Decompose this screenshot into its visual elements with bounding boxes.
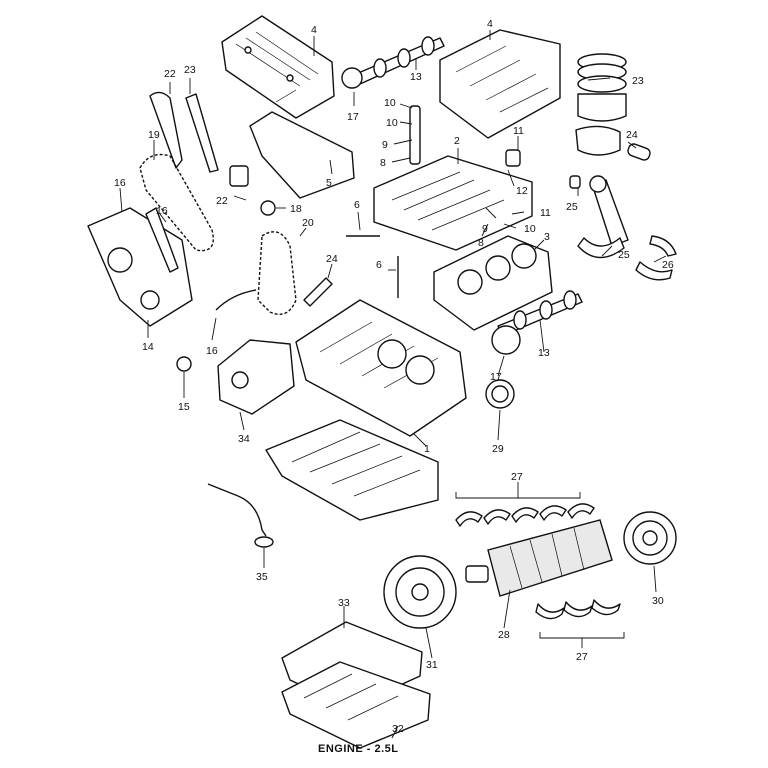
callout-2: 2 — [454, 135, 460, 147]
seal-15 — [176, 356, 192, 372]
chain-guide-16-mid — [215, 289, 257, 311]
main-bearings-lower — [535, 599, 621, 620]
crankshaft — [465, 519, 613, 597]
callout-1: 1 — [424, 443, 430, 455]
callout-23: 23 — [632, 75, 644, 87]
valve-cover-gasket — [249, 111, 355, 199]
callout-32: 32 — [392, 723, 404, 735]
cylinder-head — [373, 155, 533, 251]
valve-parts-upper — [409, 105, 421, 165]
callout-19-right: 20 — [302, 217, 314, 229]
small-end-bushing — [569, 175, 581, 189]
piston — [575, 125, 621, 156]
valve-cover-right — [439, 29, 561, 139]
engine-block — [295, 299, 467, 437]
crankshaft-pulley — [623, 511, 677, 565]
tensioner-20 — [229, 165, 249, 187]
callout-17-upper: 17 — [347, 111, 359, 123]
callout-4-left: 4 — [311, 24, 317, 36]
sensor-11 — [505, 149, 521, 167]
callout-27-upper: 27 — [511, 471, 523, 483]
callout-27-lower: 27 — [576, 651, 588, 663]
rod-bearing — [649, 235, 677, 257]
callout-4-right: 4 — [487, 18, 493, 30]
callout-16-mid: 16 — [206, 345, 218, 357]
callout-18: 18 — [290, 203, 302, 215]
main-bearings-upper — [455, 503, 595, 527]
oil-pump — [217, 339, 295, 415]
callout-30: 30 — [652, 595, 664, 607]
gasket-22-mid — [303, 277, 333, 307]
callout-19-left: 19 — [148, 129, 160, 141]
callout-33: 33 — [338, 597, 350, 609]
callout-29: 29 — [492, 443, 504, 455]
connecting-rod — [577, 175, 629, 259]
callouts: 4 4 13 17 22 23 19 16 16 5 10 10 9 8 2 1… — [114, 18, 674, 735]
cam-sprocket-upper — [341, 67, 363, 89]
callout-8-lower: 9 — [482, 223, 488, 235]
callout-16-mid-left: 16 — [156, 205, 168, 217]
bedplate — [265, 419, 439, 521]
tensioner-18 — [260, 200, 276, 216]
valve-cover-left — [221, 15, 335, 119]
callout-5: 5 — [326, 177, 332, 189]
oil-pan — [281, 661, 431, 749]
callout-34: 34 — [238, 433, 250, 445]
callout-35: 35 — [256, 571, 268, 583]
diagram-caption: ENGINE - 2.5L — [318, 743, 398, 755]
callout-9-lower: 10 — [524, 223, 536, 235]
callout-8-upper: 9 — [382, 139, 388, 151]
callout-21: 22 — [164, 68, 176, 80]
callout-6-upper: 6 — [354, 199, 360, 211]
cam-sprocket-lower — [491, 325, 521, 355]
callout-28: 28 — [498, 629, 510, 641]
piston-pin — [627, 143, 651, 161]
callout-22-mid: 24 — [326, 253, 338, 265]
callout-25-lower: 25 — [618, 249, 630, 261]
callout-16-left: 16 — [114, 177, 126, 189]
oil-pickup-tube — [207, 483, 267, 537]
head-gasket — [433, 235, 553, 331]
callout-15: 15 — [178, 401, 190, 413]
callout-24: 24 — [626, 129, 638, 141]
chain-guide-16-left — [145, 207, 179, 273]
callout-31: 31 — [426, 659, 438, 671]
callout-11: 11 — [513, 125, 524, 137]
callout-9-upper: 10 — [386, 117, 398, 129]
oil-pan-gasket — [281, 621, 423, 709]
leader-lines — [119, 30, 667, 739]
callout-25-upper: 25 — [566, 201, 578, 213]
callout-10-lower: 11 — [540, 207, 551, 219]
piston-rings — [577, 53, 627, 122]
chain-guide-21 — [149, 91, 183, 169]
callout-20: 22 — [216, 195, 228, 207]
chain-guide-22 — [185, 93, 219, 173]
callout-10-upper: 10 — [384, 97, 396, 109]
callout-7-lower: 8 — [478, 237, 484, 249]
camshaft-upper — [355, 36, 445, 85]
callout-22-upper: 23 — [184, 64, 196, 76]
flexplate — [383, 555, 457, 629]
callout-13-lower: 13 — [538, 347, 550, 359]
timing-chain-right — [257, 231, 297, 315]
timing-chain-left — [139, 153, 214, 252]
callout-17-lower: 17 — [490, 371, 502, 383]
callout-13-upper: 13 — [410, 71, 422, 83]
callout-3: 3 — [544, 231, 550, 243]
callout-7-upper: 8 — [380, 157, 386, 169]
callout-6-lower: 6 — [376, 259, 382, 271]
callout-12: 12 — [516, 185, 528, 197]
callout-14: 14 — [142, 341, 154, 353]
callout-26: 26 — [662, 259, 674, 271]
